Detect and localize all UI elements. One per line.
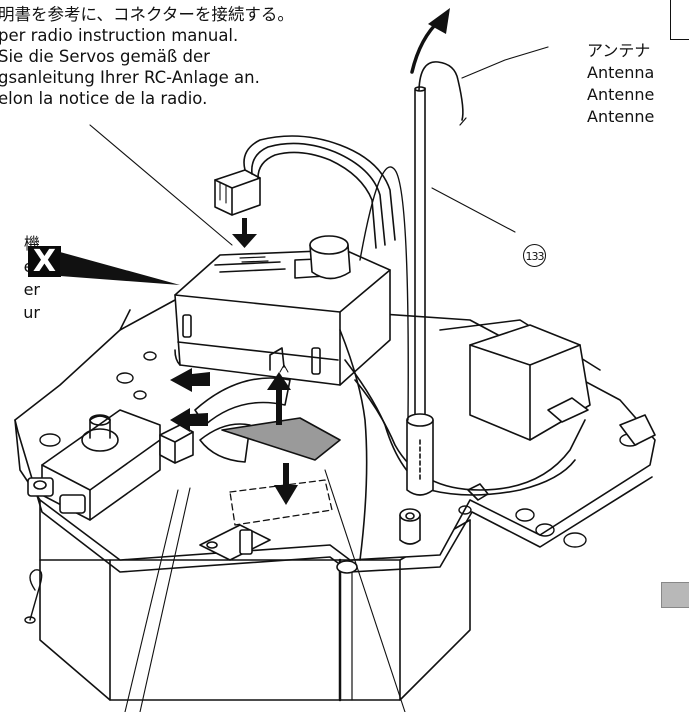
receiver-label-line-4: ur	[23, 303, 40, 322]
battery-box	[469, 324, 656, 446]
corner-frame	[670, 0, 689, 40]
instruction-line-en: per radio instruction manual.	[0, 26, 239, 45]
arrow-connect	[232, 218, 257, 248]
tape-arrows	[170, 368, 298, 505]
instruction-line-de-2: gsanleitung Ihrer RC-Anlage an.	[0, 68, 260, 87]
antenna-arrow	[410, 8, 450, 74]
servo-connector	[214, 135, 396, 249]
part-number-133: 133	[523, 244, 546, 267]
mount-outline	[229, 479, 333, 526]
r-clip	[24, 569, 43, 624]
antenna-label: アンテナ Antenna Antenne Antenne	[587, 40, 654, 128]
double-sided-tape	[194, 377, 341, 463]
instruction-line-de-1: Sie die Servos gemäß der	[0, 47, 210, 66]
instruction-line-ja: 明書を参考に、コネクターを接続する。	[0, 5, 294, 24]
antenna-label-de: Antenne	[587, 85, 655, 104]
receiver	[174, 235, 391, 386]
instruction-line-fr: elon la notice de la radio.	[0, 89, 208, 108]
antenna-label-en: Antenna	[587, 63, 655, 82]
pointer-x	[60, 252, 180, 285]
marker-x: X	[28, 246, 61, 277]
instruction-text: 明書を参考に、コネクターを接続する。 per radio instruction…	[0, 4, 418, 109]
receiver-caret	[279, 364, 289, 373]
leader-lines	[89, 46, 549, 712]
plate-holes	[39, 345, 641, 548]
servo-left	[27, 409, 161, 521]
antenna	[359, 61, 467, 496]
small-parts	[159, 424, 489, 574]
antenna-label-ja: アンテナ	[587, 41, 651, 60]
antenna-label-fr: Antenne	[587, 107, 655, 126]
gray-tab	[661, 582, 689, 608]
receiver-label-line-3: er	[23, 280, 40, 299]
